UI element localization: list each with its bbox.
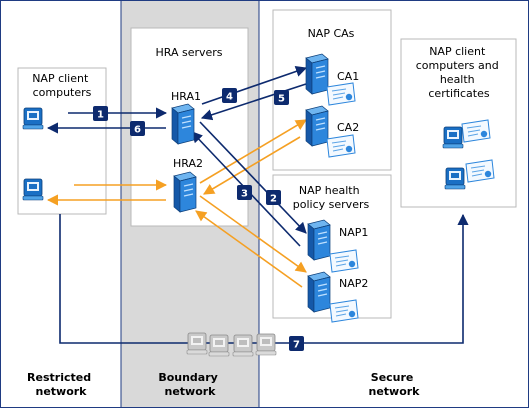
flow-ca2-to-hra2	[203, 136, 301, 195]
svg-text:3: 3	[241, 189, 248, 200]
flow-hra2-to-ca2	[199, 119, 307, 184]
certificate-icon	[465, 159, 495, 183]
step-badge-5: 5	[274, 90, 289, 105]
flow-7	[59, 213, 469, 344]
clients-box-label: NAP client computers	[32, 72, 92, 99]
certificate-icon	[329, 299, 359, 323]
certificate-icon	[329, 249, 359, 273]
policy-servers-box	[272, 174, 392, 319]
svg-text:2: 2	[270, 194, 277, 205]
server-icon	[173, 171, 197, 213]
svg-text:7: 7	[293, 340, 300, 351]
certificate-icon	[326, 134, 356, 158]
step-badge-6: 6	[130, 121, 145, 136]
server-icon	[307, 219, 331, 261]
hra2-label: HRA2	[173, 157, 203, 170]
ca2-label: CA2	[337, 121, 359, 134]
flow-5	[200, 83, 307, 121]
client-computer-icon	[208, 334, 230, 357]
svg-text:5: 5	[278, 94, 285, 105]
step-badge-7: 7	[289, 336, 304, 351]
step-badge-4: 4	[222, 88, 237, 103]
secure-network-label: Secure network	[368, 371, 420, 398]
step-badge-2: 2	[266, 190, 281, 205]
cas-label: NAP CAs	[308, 27, 355, 40]
svg-text:4: 4	[226, 92, 233, 103]
healthy-clients-label: NAP client computers and health certific…	[416, 45, 502, 100]
client-computer-icon	[22, 178, 44, 201]
client-computer-icon	[255, 333, 277, 356]
flow-nap2-to-hra2	[195, 210, 303, 288]
hra2-flows	[46, 119, 307, 288]
flow-4	[201, 66, 308, 105]
nap2-label: NAP2	[339, 277, 368, 290]
svg-text:6: 6	[134, 125, 141, 136]
flow-2	[199, 121, 307, 234]
server-icon	[171, 103, 195, 145]
client-computer-icon	[442, 126, 464, 149]
server-icon	[305, 53, 329, 95]
boundary-network-label: Boundary network	[158, 371, 221, 398]
policy-servers-label: NAP health policy servers	[293, 184, 370, 211]
client-computer-icon	[22, 107, 44, 130]
hra-servers-label: HRA servers	[155, 46, 222, 59]
flow-hra2-to-nap2	[199, 195, 307, 273]
client-computer-icon	[232, 334, 254, 357]
client-computer-icon	[444, 167, 466, 190]
svg-text:1: 1	[97, 110, 104, 121]
step-badge-3: 3	[237, 185, 252, 200]
server-icon	[305, 105, 329, 147]
client-computer-icon	[186, 332, 208, 355]
server-icon	[307, 271, 331, 313]
hra1-label: HRA1	[171, 90, 201, 103]
step-badge-1: 1	[93, 106, 108, 121]
ca1-label: CA1	[337, 70, 359, 83]
certificate-icon	[326, 82, 356, 106]
restricted-network-label: Restricted network	[27, 371, 95, 398]
nap1-label: NAP1	[339, 226, 368, 239]
certificate-icon	[461, 119, 491, 143]
